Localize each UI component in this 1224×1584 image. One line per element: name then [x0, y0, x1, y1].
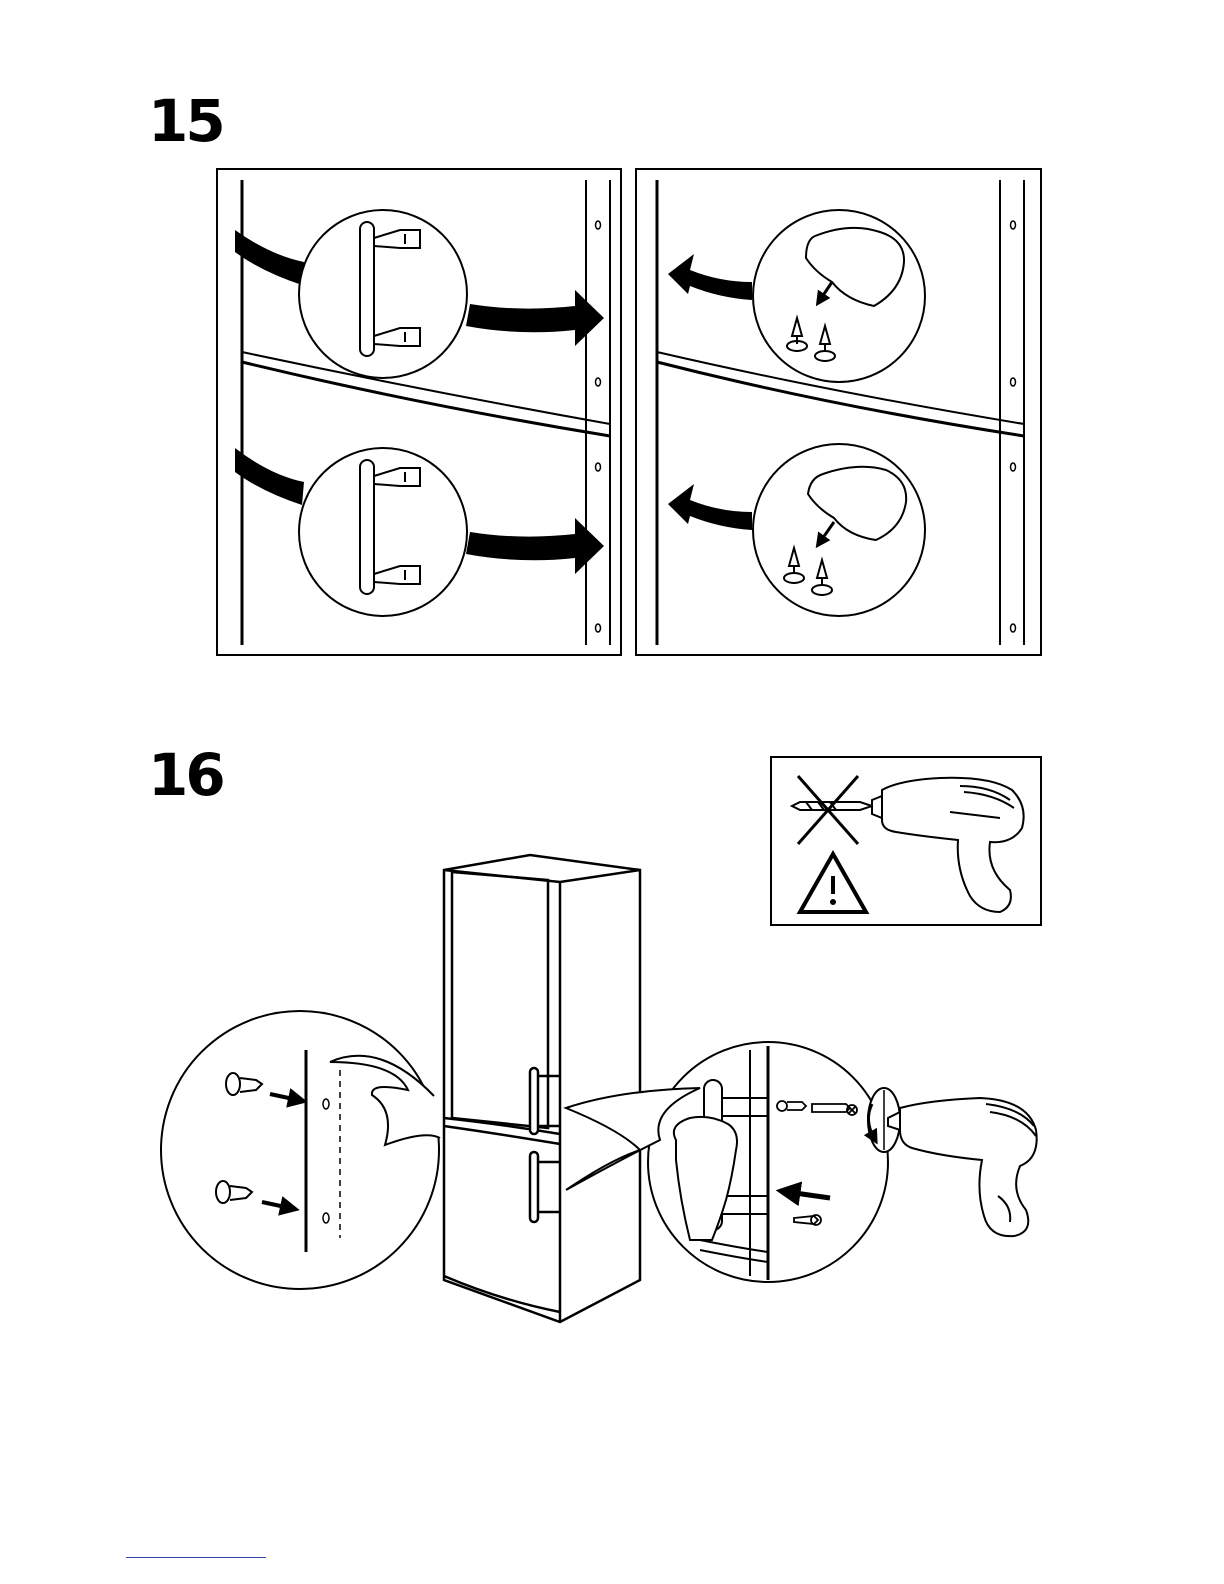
warning-triangle-icon — [800, 854, 866, 912]
remove-handles-panel — [217, 169, 621, 655]
cordless-screwdriver-icon — [872, 778, 1024, 912]
handle-screw-detail — [648, 1042, 888, 1282]
plug-insertion-detail — [161, 1011, 439, 1289]
cordless-screwdriver-icon — [888, 1098, 1037, 1236]
footer-rule — [126, 1557, 266, 1558]
no-drilling-warning-panel — [771, 757, 1041, 925]
arrow-left-icon — [668, 254, 752, 530]
fridge-icon — [444, 855, 640, 1322]
insert-plugs-panel — [636, 169, 1041, 655]
crossed-drill-bit-icon — [792, 776, 872, 844]
